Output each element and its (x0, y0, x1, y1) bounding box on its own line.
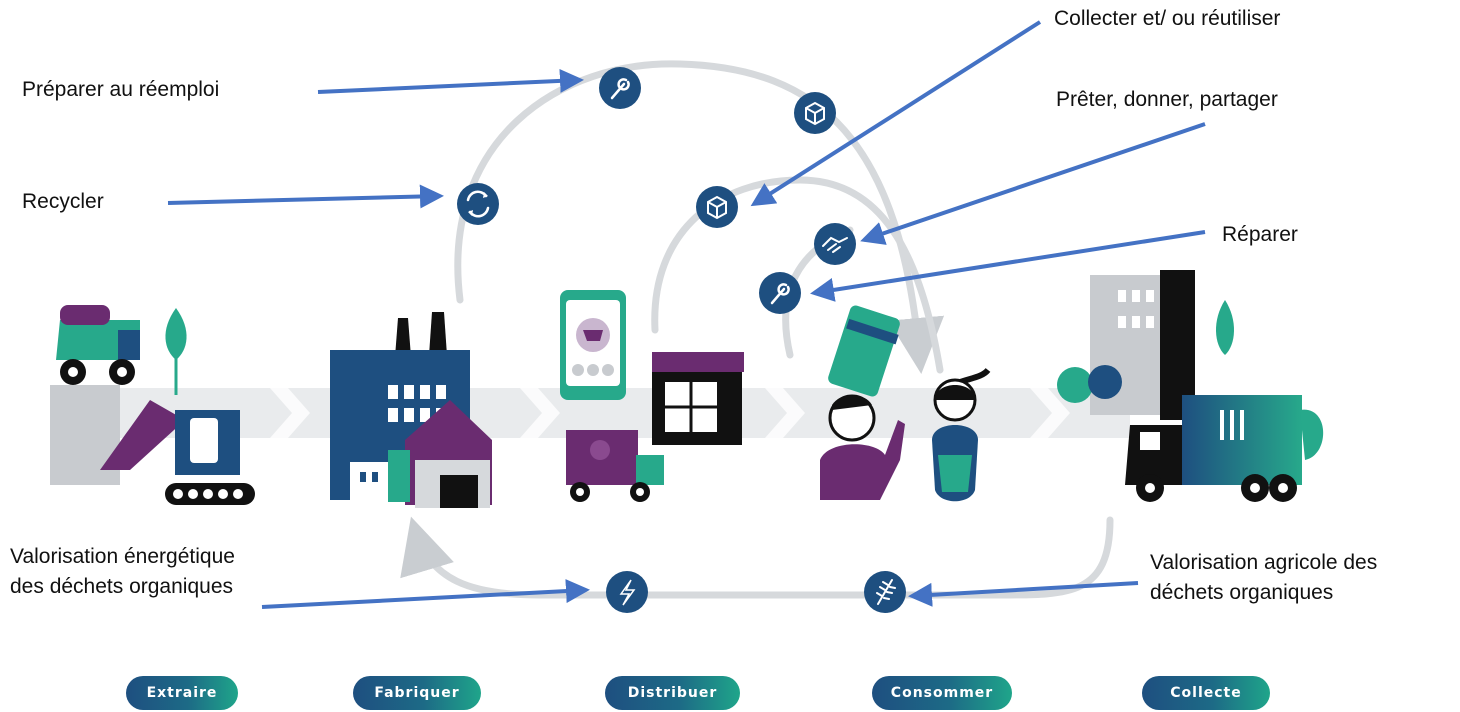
callout-valorisation-energetique: Valorisation énergétique des déchets org… (10, 545, 235, 598)
box-icon (696, 186, 738, 228)
wheat-icon (864, 571, 906, 613)
collecte-illustration (1057, 270, 1324, 502)
callout-recycler: Recycler (22, 190, 104, 213)
consommer-illustration (820, 305, 991, 502)
lightning-icon (606, 571, 648, 613)
distribuer-illustration (560, 290, 744, 502)
callout-valorisation-agricole: Valorisation agricole des déchets organi… (1150, 551, 1378, 604)
callout-reparer: Réparer (1222, 223, 1298, 246)
handshake-icon (814, 223, 856, 265)
stage-fabriquer-button[interactable]: Fabriquer (353, 676, 481, 710)
extraire-illustration (50, 305, 255, 505)
recycle-icon (457, 183, 499, 225)
stage-distribuer-button[interactable]: Distribuer (605, 676, 740, 710)
box-icon (794, 92, 836, 134)
callout-preter: Prêter, donner, partager (1056, 88, 1278, 111)
loop-arrows (400, 60, 1114, 599)
wrench-icon (599, 67, 641, 109)
stage-consommer-button[interactable]: Consommer (872, 676, 1012, 710)
fabriquer-illustration (330, 312, 492, 508)
stage-extraire-button[interactable]: Extraire (126, 676, 238, 710)
stage-collecte-button[interactable]: Collecte (1142, 676, 1270, 710)
callout-preparer-reemploi: Préparer au réemploi (22, 78, 220, 101)
callout-collecter: Collecter et/ ou réutiliser (1054, 7, 1281, 30)
wrench-icon (759, 272, 801, 314)
callout-arrows (167, 20, 1206, 609)
